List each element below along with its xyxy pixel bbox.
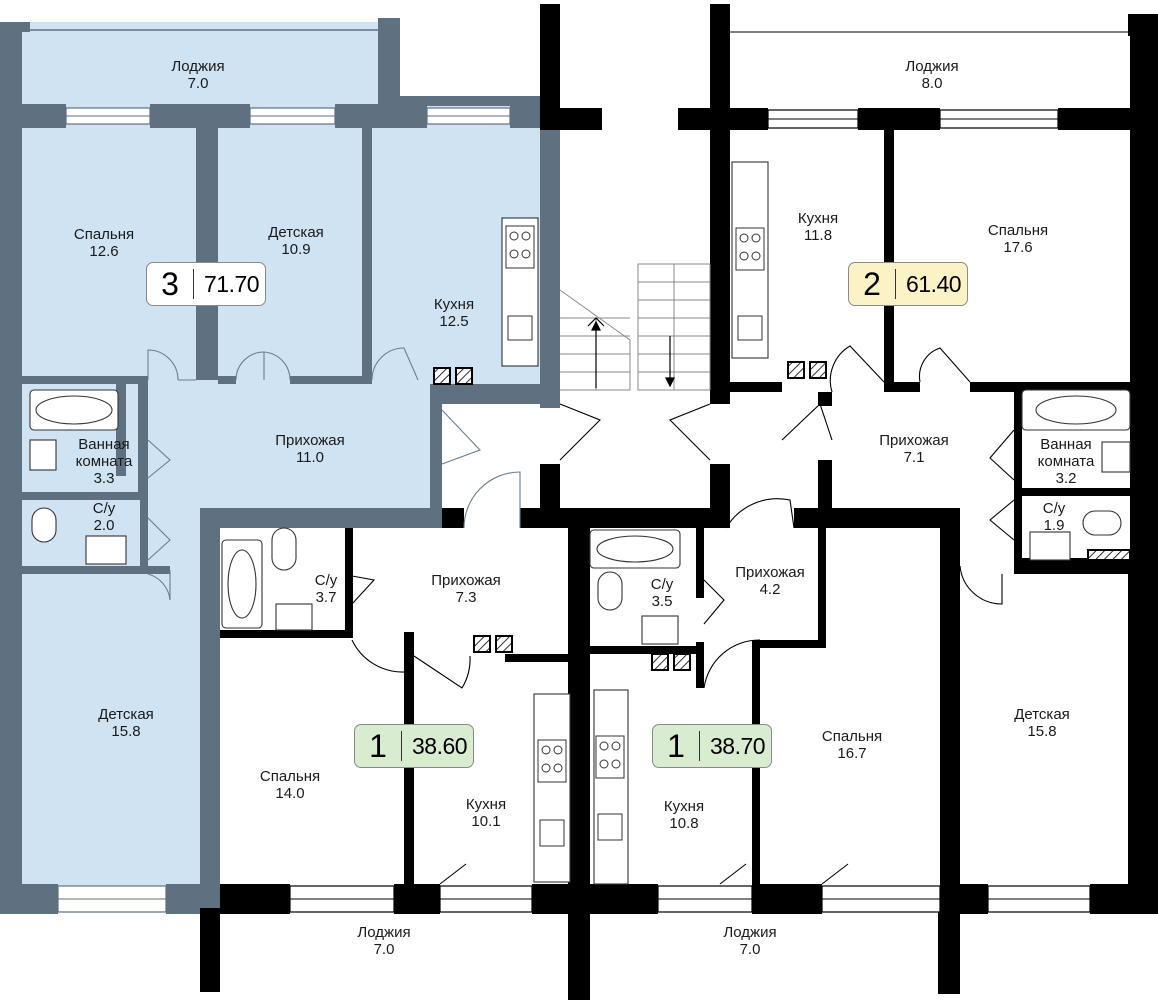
room-area: 3.3 bbox=[93, 470, 115, 487]
badge-area: 71.70 bbox=[204, 270, 260, 297]
room-label-kitchen-1b: Кухня 10.8 bbox=[664, 798, 704, 832]
room-name: Кухня bbox=[433, 296, 475, 313]
room-label-bath-2: Ванная комната 3.2 bbox=[1021, 436, 1111, 487]
badge-rooms: 1 bbox=[355, 730, 402, 762]
room-area: 10.9 bbox=[281, 241, 311, 258]
room-area: 12.6 bbox=[89, 243, 119, 260]
room-label-loggia-1b: Лоджия 7.0 bbox=[723, 924, 776, 958]
apartment-badge-3[interactable]: 3 71.70 bbox=[146, 262, 266, 306]
room-label-hall-1a: Прихожая 7.3 bbox=[431, 572, 501, 606]
room-area: 17.6 bbox=[1003, 239, 1033, 256]
room-name: Прихожая bbox=[275, 432, 345, 449]
room-label-wc-1b: С/у 3.5 bbox=[651, 576, 674, 610]
room-label-bedroom-2: Спальня 17.6 bbox=[988, 222, 1048, 256]
apartment-badge-1b[interactable]: 1 38.70 bbox=[652, 724, 772, 768]
apartment-3-highlight bbox=[0, 18, 560, 914]
room-area: 7.0 bbox=[187, 75, 209, 92]
room-area: 7.0 bbox=[739, 941, 761, 958]
room-name: С/у bbox=[650, 576, 674, 593]
room-area: 12.5 bbox=[439, 313, 469, 330]
room-area: 14.0 bbox=[275, 785, 305, 802]
room-label-bedroom-1a: Спальня 14.0 bbox=[260, 768, 320, 802]
apartment-badge-1a[interactable]: 1 38.60 bbox=[354, 724, 474, 768]
room-area: 16.7 bbox=[837, 745, 867, 762]
room-area: 7.3 bbox=[455, 589, 477, 606]
room-name: Лоджия bbox=[171, 58, 225, 75]
room-name: С/у bbox=[314, 572, 338, 589]
apartment-badge-2[interactable]: 2 61.40 bbox=[848, 262, 968, 306]
room-name: Ванная комната bbox=[75, 436, 133, 470]
room-name: Спальня bbox=[73, 226, 135, 243]
room-name: Прихожая bbox=[431, 572, 501, 589]
room-label-kids-3a: Детская 10.9 bbox=[268, 224, 324, 258]
room-area: 3.2 bbox=[1055, 470, 1077, 487]
door-swings bbox=[147, 347, 521, 601]
room-area: 15.8 bbox=[1027, 723, 1057, 740]
room-area: 7.0 bbox=[373, 941, 395, 958]
room-label-bedroom-3: Спальня 12.6 bbox=[74, 226, 134, 260]
room-label-loggia-2: Лоджия 8.0 bbox=[905, 58, 958, 92]
room-name: Спальня bbox=[821, 728, 883, 745]
badge-rooms: 3 bbox=[147, 268, 194, 300]
room-label-wc-3: С/у 2.0 bbox=[93, 500, 116, 534]
room-name: Кухня bbox=[663, 798, 705, 815]
room-area: 8.0 bbox=[921, 75, 943, 92]
badge-rooms: 1 bbox=[653, 730, 700, 762]
room-area: 15.8 bbox=[111, 723, 141, 740]
room-label-kids-2: Детская 15.8 bbox=[1014, 706, 1070, 740]
room-name: Лоджия bbox=[357, 924, 411, 941]
room-name: Спальня bbox=[987, 222, 1049, 239]
room-label-loggia-1a: Лоджия 7.0 bbox=[357, 924, 410, 958]
room-label-bedroom-1b: Спальня 16.7 bbox=[822, 728, 882, 762]
room-name: Кухня bbox=[797, 210, 839, 227]
room-label-kids-3b: Детская 15.8 bbox=[98, 706, 154, 740]
badge-rooms: 2 bbox=[849, 268, 896, 300]
room-label-hall-3: Прихожая 11.0 bbox=[275, 432, 345, 466]
room-area: 1.9 bbox=[1043, 517, 1065, 534]
room-name: Детская bbox=[1014, 706, 1070, 723]
room-name: Детская bbox=[268, 224, 324, 241]
room-name: Прихожая bbox=[879, 432, 949, 449]
room-area: 2.0 bbox=[93, 517, 115, 534]
room-area: 7.1 bbox=[903, 449, 925, 466]
room-name: Детская bbox=[98, 706, 154, 723]
room-name: Кухня bbox=[465, 796, 507, 813]
room-area: 11.8 bbox=[803, 227, 833, 244]
room-label-kitchen-3: Кухня 12.5 bbox=[434, 296, 474, 330]
staircase bbox=[559, 263, 711, 391]
room-label-bath-3: Ванная комната 3.3 bbox=[59, 436, 149, 487]
room-name: Спальня bbox=[259, 768, 321, 785]
room-area: 10.8 bbox=[669, 815, 699, 832]
badge-area: 38.70 bbox=[710, 732, 766, 759]
room-label-hall-2: Прихожая 7.1 bbox=[879, 432, 949, 466]
room-area: 3.7 bbox=[315, 589, 337, 606]
room-area: 10.1 bbox=[471, 813, 501, 830]
room-name: С/у bbox=[1042, 500, 1066, 517]
plumbing bbox=[29, 389, 1131, 645]
room-name: С/у bbox=[92, 500, 116, 517]
room-label-wc-2: С/у 1.9 bbox=[1043, 500, 1066, 534]
walls bbox=[200, 4, 1158, 1000]
room-area: 4.2 bbox=[759, 581, 781, 598]
room-label-hall-1b: Прихожая 4.2 bbox=[735, 564, 805, 598]
room-area: 11.0 bbox=[295, 449, 325, 466]
room-name: Лоджия bbox=[905, 58, 959, 75]
room-area: 3.5 bbox=[651, 593, 673, 610]
badge-area: 38.60 bbox=[412, 732, 468, 759]
room-label-loggia-3: Лоджия 7.0 bbox=[171, 58, 224, 92]
vent-shafts bbox=[433, 361, 1131, 671]
room-name: Прихожая bbox=[735, 564, 805, 581]
room-label-kitchen-2: Кухня 11.8 bbox=[798, 210, 838, 244]
room-label-kitchen-1a: Кухня 10.1 bbox=[466, 796, 506, 830]
room-label-wc-1a: С/у 3.7 bbox=[315, 572, 338, 606]
room-name: Лоджия bbox=[723, 924, 777, 941]
room-name: Ванная комната bbox=[1037, 436, 1095, 470]
badge-area: 61.40 bbox=[906, 270, 962, 297]
